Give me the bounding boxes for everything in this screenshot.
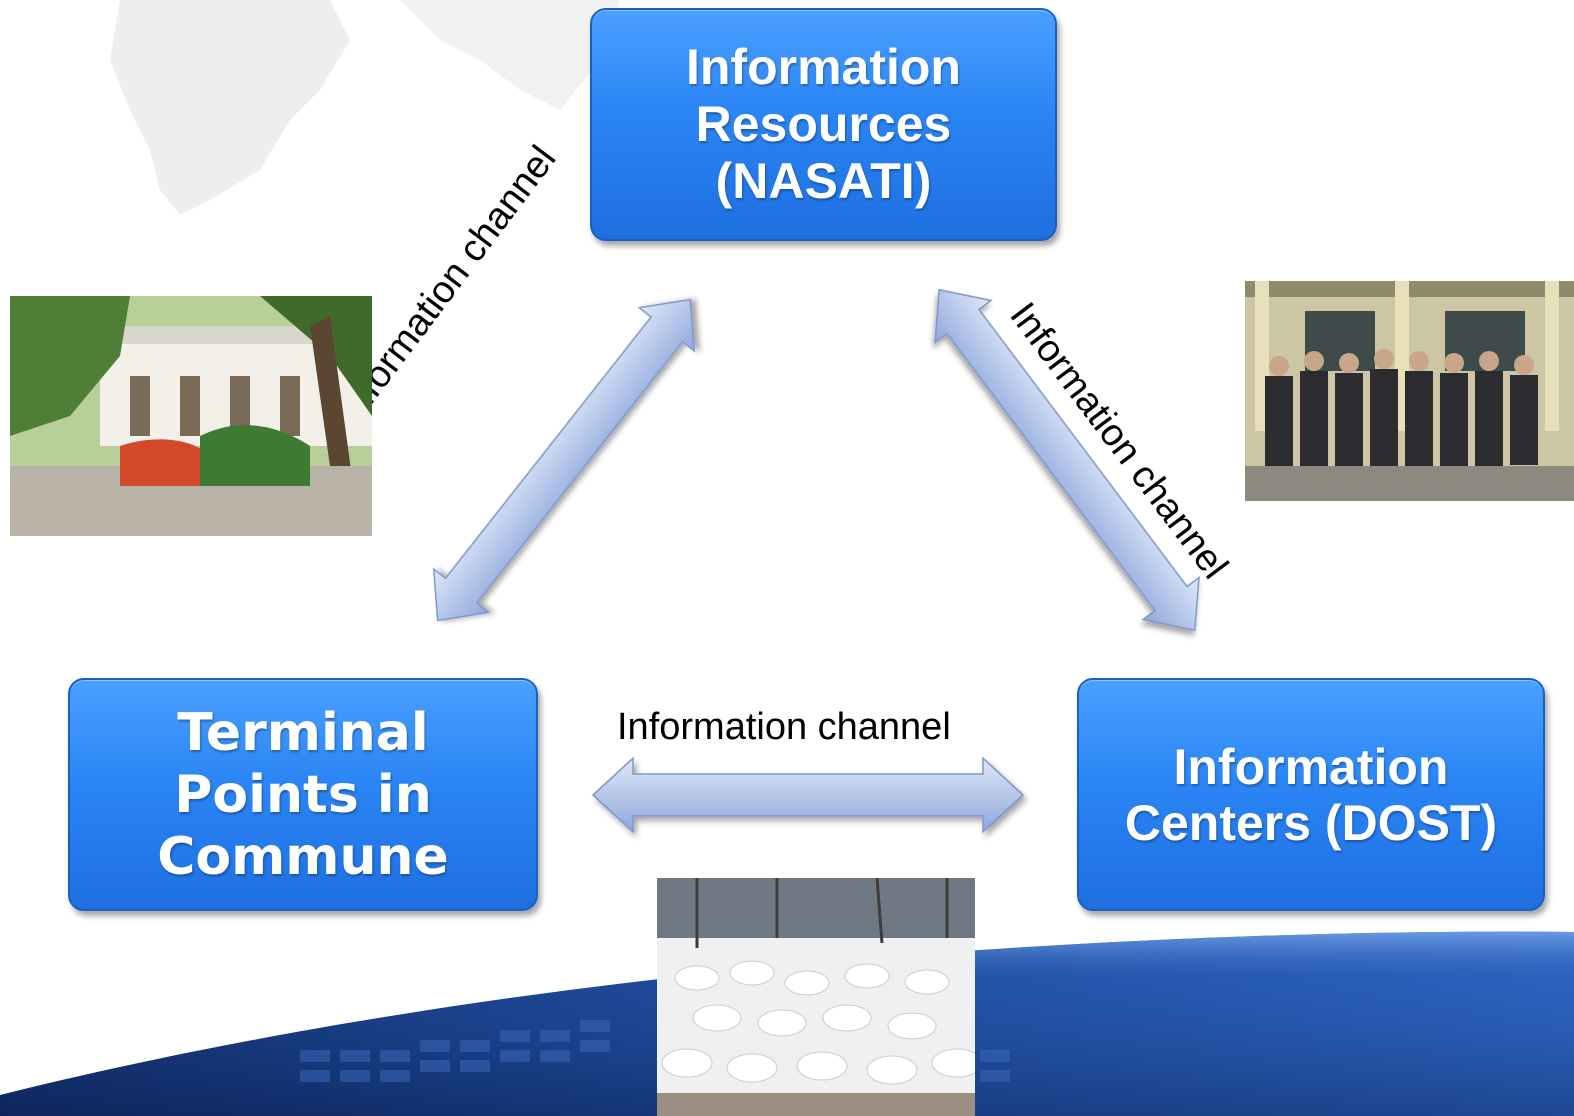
node-label-line: Terminal	[177, 702, 429, 763]
map-asia-shape	[400, 0, 620, 110]
photo-ducks-art	[657, 878, 975, 1116]
photo-group-of-people	[1245, 281, 1574, 501]
node-label-line: Centers (DOST)	[1124, 794, 1498, 851]
node-label-line: Information	[686, 39, 961, 95]
photo-house-art	[10, 296, 372, 536]
node-label-line: Information	[1173, 738, 1449, 795]
node-label-line: (NASATI)	[715, 153, 932, 209]
banner-equalizer-pattern	[300, 1020, 1010, 1082]
photo-commune-building	[10, 296, 372, 536]
node-label-line: Resources	[695, 96, 952, 152]
edge-label-bottom: Information channel	[617, 706, 951, 748]
node-terminal-points: Terminal Points in Commune	[68, 678, 538, 911]
photo-group-art	[1245, 281, 1574, 501]
photo-duck-farm	[657, 878, 975, 1116]
arrow-bottom	[592, 757, 1024, 833]
node-information-centers: Information Centers (DOST)	[1077, 678, 1545, 911]
arrow-top-left	[409, 277, 719, 643]
node-information-resources: Information Resources (NASATI)	[590, 8, 1057, 241]
arrow-top-right	[910, 268, 1224, 652]
node-label-line: Points in	[174, 764, 432, 825]
node-label-line: Commune	[157, 826, 449, 887]
map-africa-shape	[110, 0, 350, 215]
